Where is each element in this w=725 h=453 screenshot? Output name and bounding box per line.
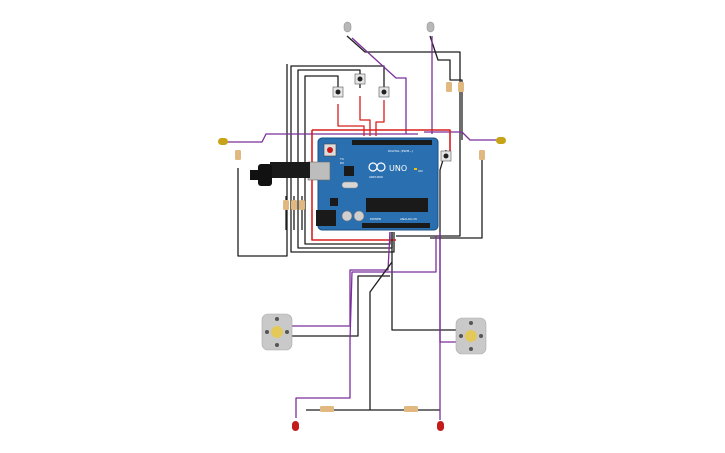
wire-black-loop-3[interactable]	[290, 65, 395, 253]
led-right[interactable]	[496, 137, 506, 144]
wire-purple-motor-right[interactable]	[439, 232, 458, 343]
button-3[interactable]	[378, 86, 390, 98]
power-header[interactable]	[362, 223, 430, 228]
led-bottom-right[interactable]	[437, 421, 444, 431]
analog-label: ANALOG IN	[400, 217, 417, 221]
resistor-bottom-right[interactable]	[404, 406, 418, 412]
led-top-right[interactable]	[426, 21, 435, 33]
resistor-top-2[interactable]	[458, 82, 464, 92]
on-label: ON	[418, 169, 423, 173]
resistor-top-1[interactable]	[446, 82, 452, 92]
wire-purple-top-led-left[interactable]	[351, 37, 407, 134]
capacitor-1	[341, 210, 353, 222]
wire-black-motor-right[interactable]	[391, 232, 458, 331]
button-4[interactable]	[440, 150, 452, 162]
wire-black-top-led-left[interactable]	[346, 35, 461, 237]
usb-cable[interactable]	[250, 162, 310, 186]
wire-purple-motor-left[interactable]	[292, 231, 391, 327]
arduino-logo-icon	[368, 162, 386, 172]
regulator	[330, 198, 338, 206]
power-label: POWER	[370, 217, 381, 221]
wire-red-button-2[interactable]	[359, 96, 371, 136]
digital-label: DIGITAL (PWM~)	[388, 149, 413, 153]
tx-label: TX	[339, 157, 344, 161]
resistor-bottom-left[interactable]	[320, 406, 334, 412]
button-1[interactable]	[332, 86, 344, 98]
wire-black-right-led[interactable]	[430, 150, 483, 239]
led-left[interactable]	[218, 138, 228, 145]
wire-purple-left-led[interactable]	[226, 133, 418, 143]
microcontroller-chip	[366, 198, 428, 212]
usb-port	[307, 161, 331, 181]
wire-black-button-4[interactable]	[439, 149, 447, 240]
wire-red-button-1[interactable]	[337, 104, 365, 136]
resistor-usb-2[interactable]	[291, 200, 297, 210]
on-indicator-led	[414, 168, 417, 170]
usb-chip	[344, 166, 354, 176]
board-brand-text: ARDUINO	[369, 175, 384, 179]
led-bottom-left[interactable]	[292, 421, 299, 431]
wire-black-motor-left[interactable]	[292, 275, 390, 337]
rx-label: RX	[340, 161, 344, 165]
arduino-board[interactable]: UNO ARDUINO DIGITAL (PWM~) ANALOG IN POW…	[307, 137, 439, 231]
wire-red-button-3[interactable]	[375, 100, 385, 136]
led-top-left[interactable]	[343, 21, 352, 33]
button-2[interactable]	[354, 73, 366, 85]
capacitor-2	[353, 210, 365, 222]
crystal	[341, 181, 359, 189]
wire-black-loop-4[interactable]	[237, 64, 288, 257]
resistor-usb-3[interactable]	[299, 200, 305, 210]
digital-header[interactable]	[352, 140, 432, 145]
reset-icon	[327, 147, 333, 153]
resistor-usb-1[interactable]	[283, 200, 289, 210]
resistors	[235, 82, 485, 412]
power-jack	[316, 210, 336, 226]
motor-right[interactable]	[455, 317, 487, 355]
resistor-left-led[interactable]	[235, 150, 241, 160]
motor-left[interactable]	[261, 313, 293, 351]
board-logo-text: UNO	[389, 164, 407, 173]
wire-purple-right-led[interactable]	[424, 131, 500, 141]
resistor-right-led[interactable]	[479, 150, 485, 160]
wire-purple-bottom-led-left[interactable]	[295, 236, 437, 418]
